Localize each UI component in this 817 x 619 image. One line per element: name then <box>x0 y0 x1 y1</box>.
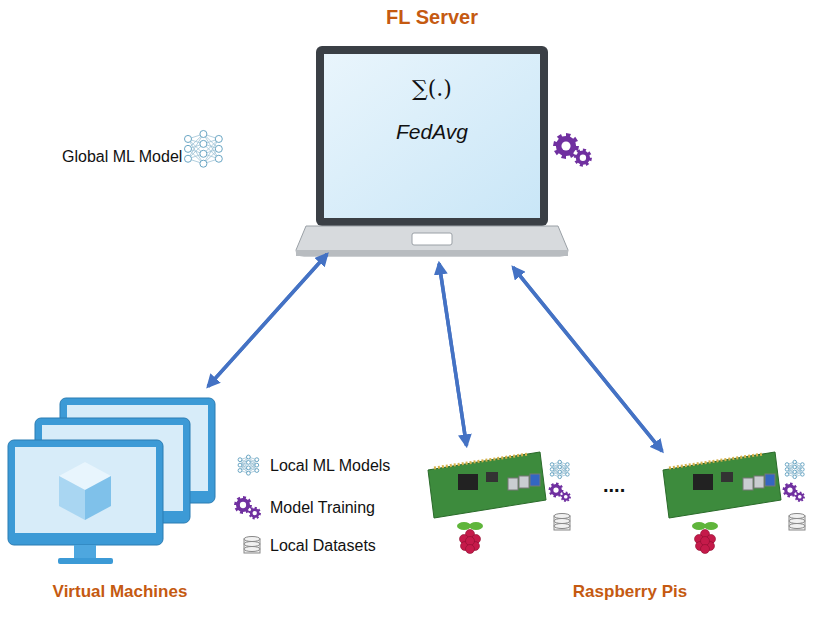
neural-net-icon <box>550 460 569 478</box>
neural-net-icon <box>184 130 222 167</box>
node-text: ∑(.) <box>412 76 452 101</box>
node-title: Raspberry Pis <box>573 582 687 602</box>
database-icon <box>244 537 260 554</box>
legend-text: Local Datasets <box>270 537 376 555</box>
gears-icon <box>553 133 592 167</box>
flow-arrow <box>513 267 662 451</box>
flow-arrow <box>208 254 327 386</box>
gears-icon <box>234 496 261 519</box>
raspberry-logo <box>692 522 718 554</box>
pi-device <box>659 448 783 568</box>
gears-icon <box>549 483 572 503</box>
neural-net-icon <box>785 460 804 478</box>
virtual-machines <box>8 398 215 564</box>
node-title: FL Server <box>386 6 478 29</box>
raspberry-pi-board <box>428 452 546 518</box>
vm-node: Virtual Machines <box>4 396 229 610</box>
flow-arrow <box>439 263 466 445</box>
neural-net-icon <box>238 455 259 475</box>
gears-icon <box>783 483 806 503</box>
ellipsis: .... <box>603 474 625 497</box>
pi-group: Raspberry Pis <box>420 446 812 612</box>
flow-arrow <box>439 263 466 445</box>
raspberry-logo <box>457 522 483 554</box>
node-text: FedAvg <box>396 120 468 144</box>
database-icon <box>789 514 805 531</box>
flow-arrow <box>208 254 327 386</box>
server-node: FL Server∑(.)FedAvg <box>300 46 565 258</box>
flow-arrow <box>513 267 662 451</box>
database-icon <box>554 514 570 531</box>
model-label: Global ML Model <box>62 148 182 166</box>
raspberry-pi-board <box>663 452 781 518</box>
laptop <box>296 46 568 256</box>
pi-device <box>424 448 548 568</box>
legend-text: Local ML Models <box>270 457 390 475</box>
node-title: Virtual Machines <box>53 582 188 602</box>
legend-text: Model Training <box>270 499 375 517</box>
